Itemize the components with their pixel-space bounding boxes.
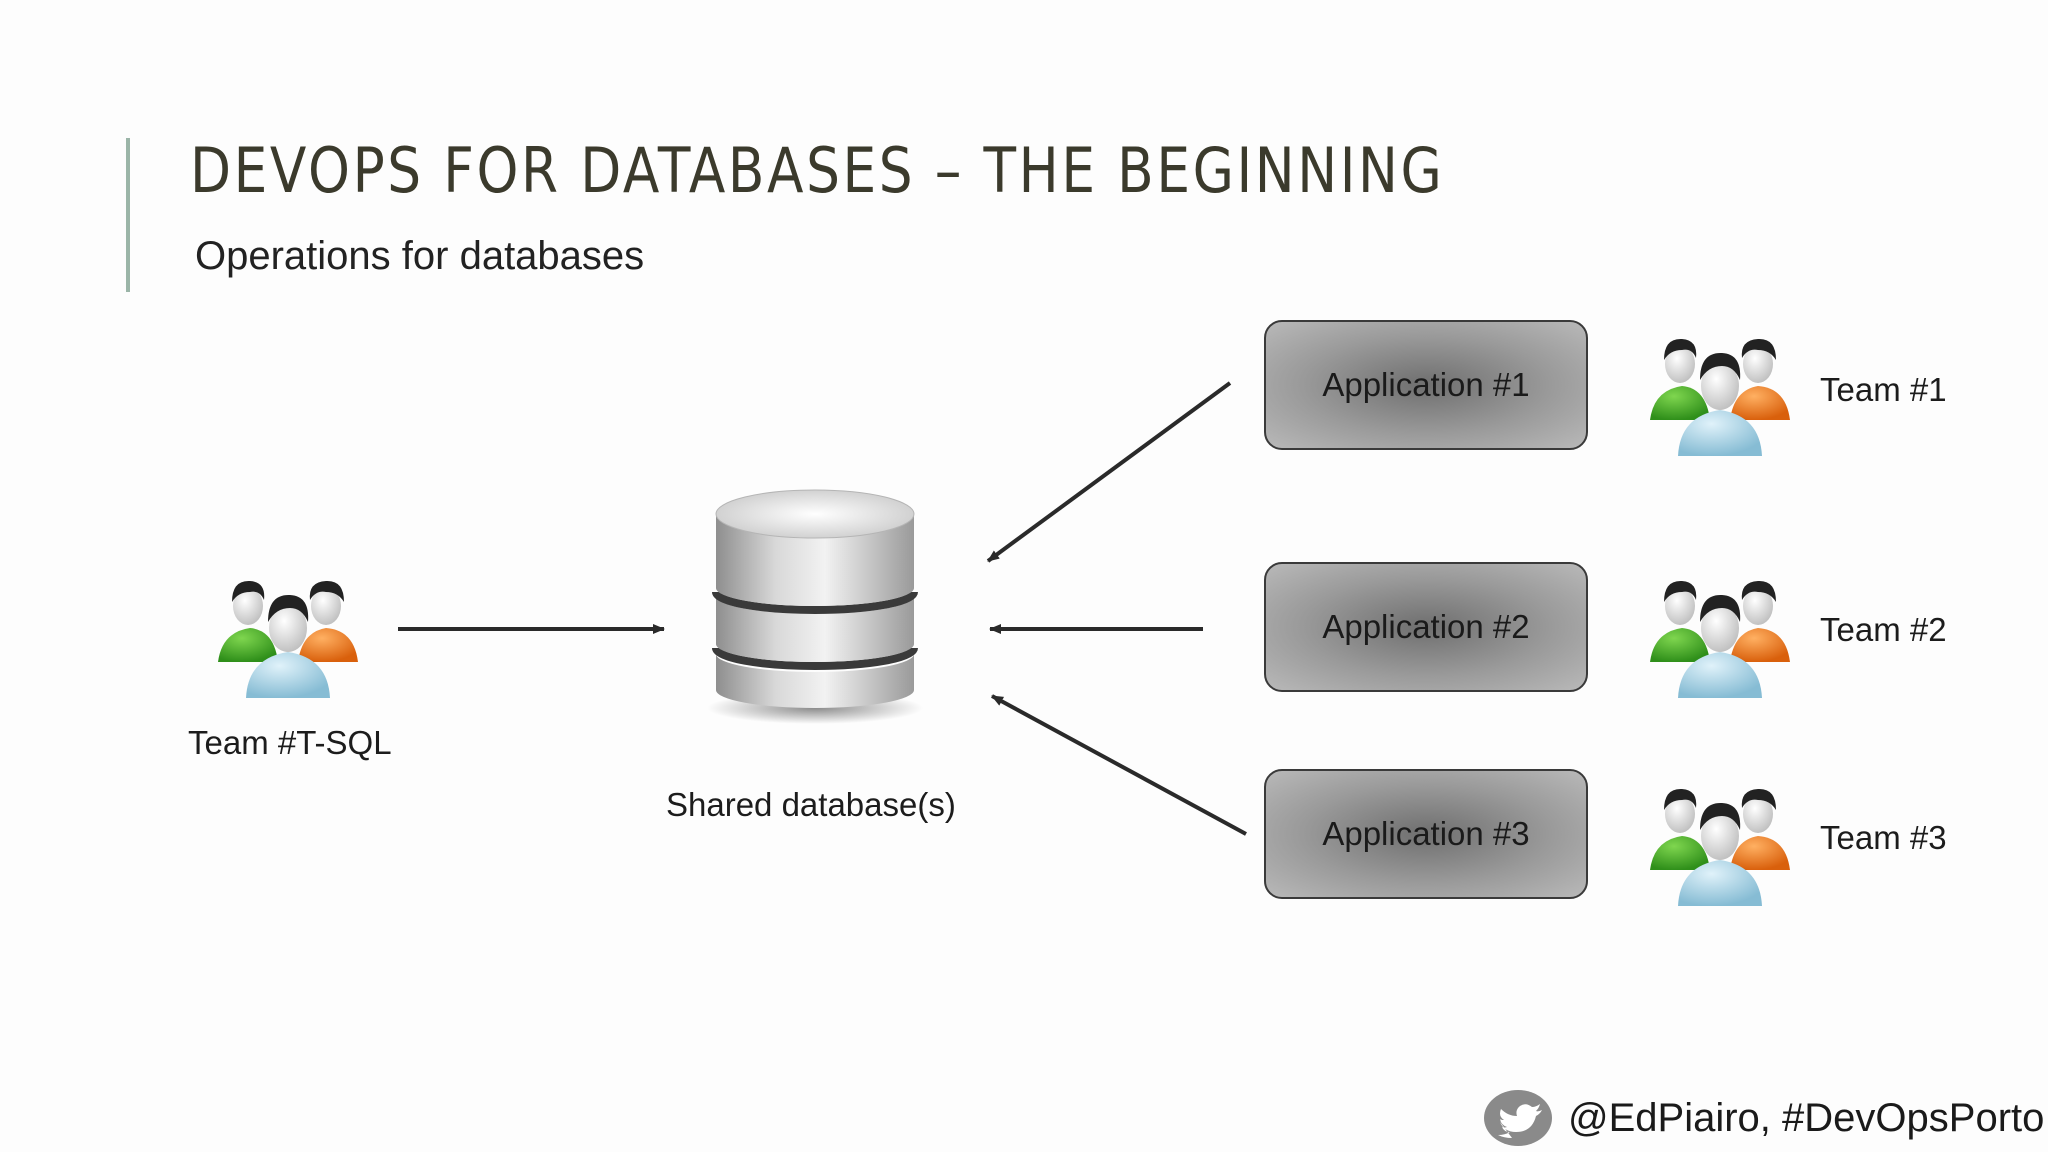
twitter-bird-icon [1484,1090,1552,1146]
team-tsql-people-icon [218,580,358,698]
shared-database-icon [707,489,923,724]
team-3-label: Team #3 [1820,819,1947,856]
application-3-label: Application #3 [1322,815,1530,852]
arrow-app3-to-db [991,694,1247,836]
team-1-label: Team #1 [1820,371,1947,408]
slide-title: DEVOPS FOR DATABASES – THE BEGINNING [190,134,1445,207]
footer: @EdPiairo, #DevOpsPorto [1482,1088,2044,1148]
application-2-label: Application #2 [1322,608,1530,645]
arrow-app1-to-db [986,381,1232,563]
team-tsql-label: Team #T-SQL [188,724,392,761]
title-accent-bar [126,138,130,292]
application-2-box: Application #2 [1264,562,1588,692]
footer-handle: @EdPiairo, #DevOpsPorto [1568,1095,2045,1140]
team-2-people-icon [1650,580,1790,698]
team-3-people-icon [1650,788,1790,906]
application-3-box: Application #3 [1264,769,1588,899]
application-1-label: Application #1 [1322,366,1530,403]
team-1-people-icon [1650,338,1790,456]
shared-database-label: Shared database(s) [666,786,956,823]
application-1-box: Application #1 [1264,320,1588,450]
slide-subtitle: Operations for databases [195,234,645,278]
team-2-label: Team #2 [1820,611,1947,648]
